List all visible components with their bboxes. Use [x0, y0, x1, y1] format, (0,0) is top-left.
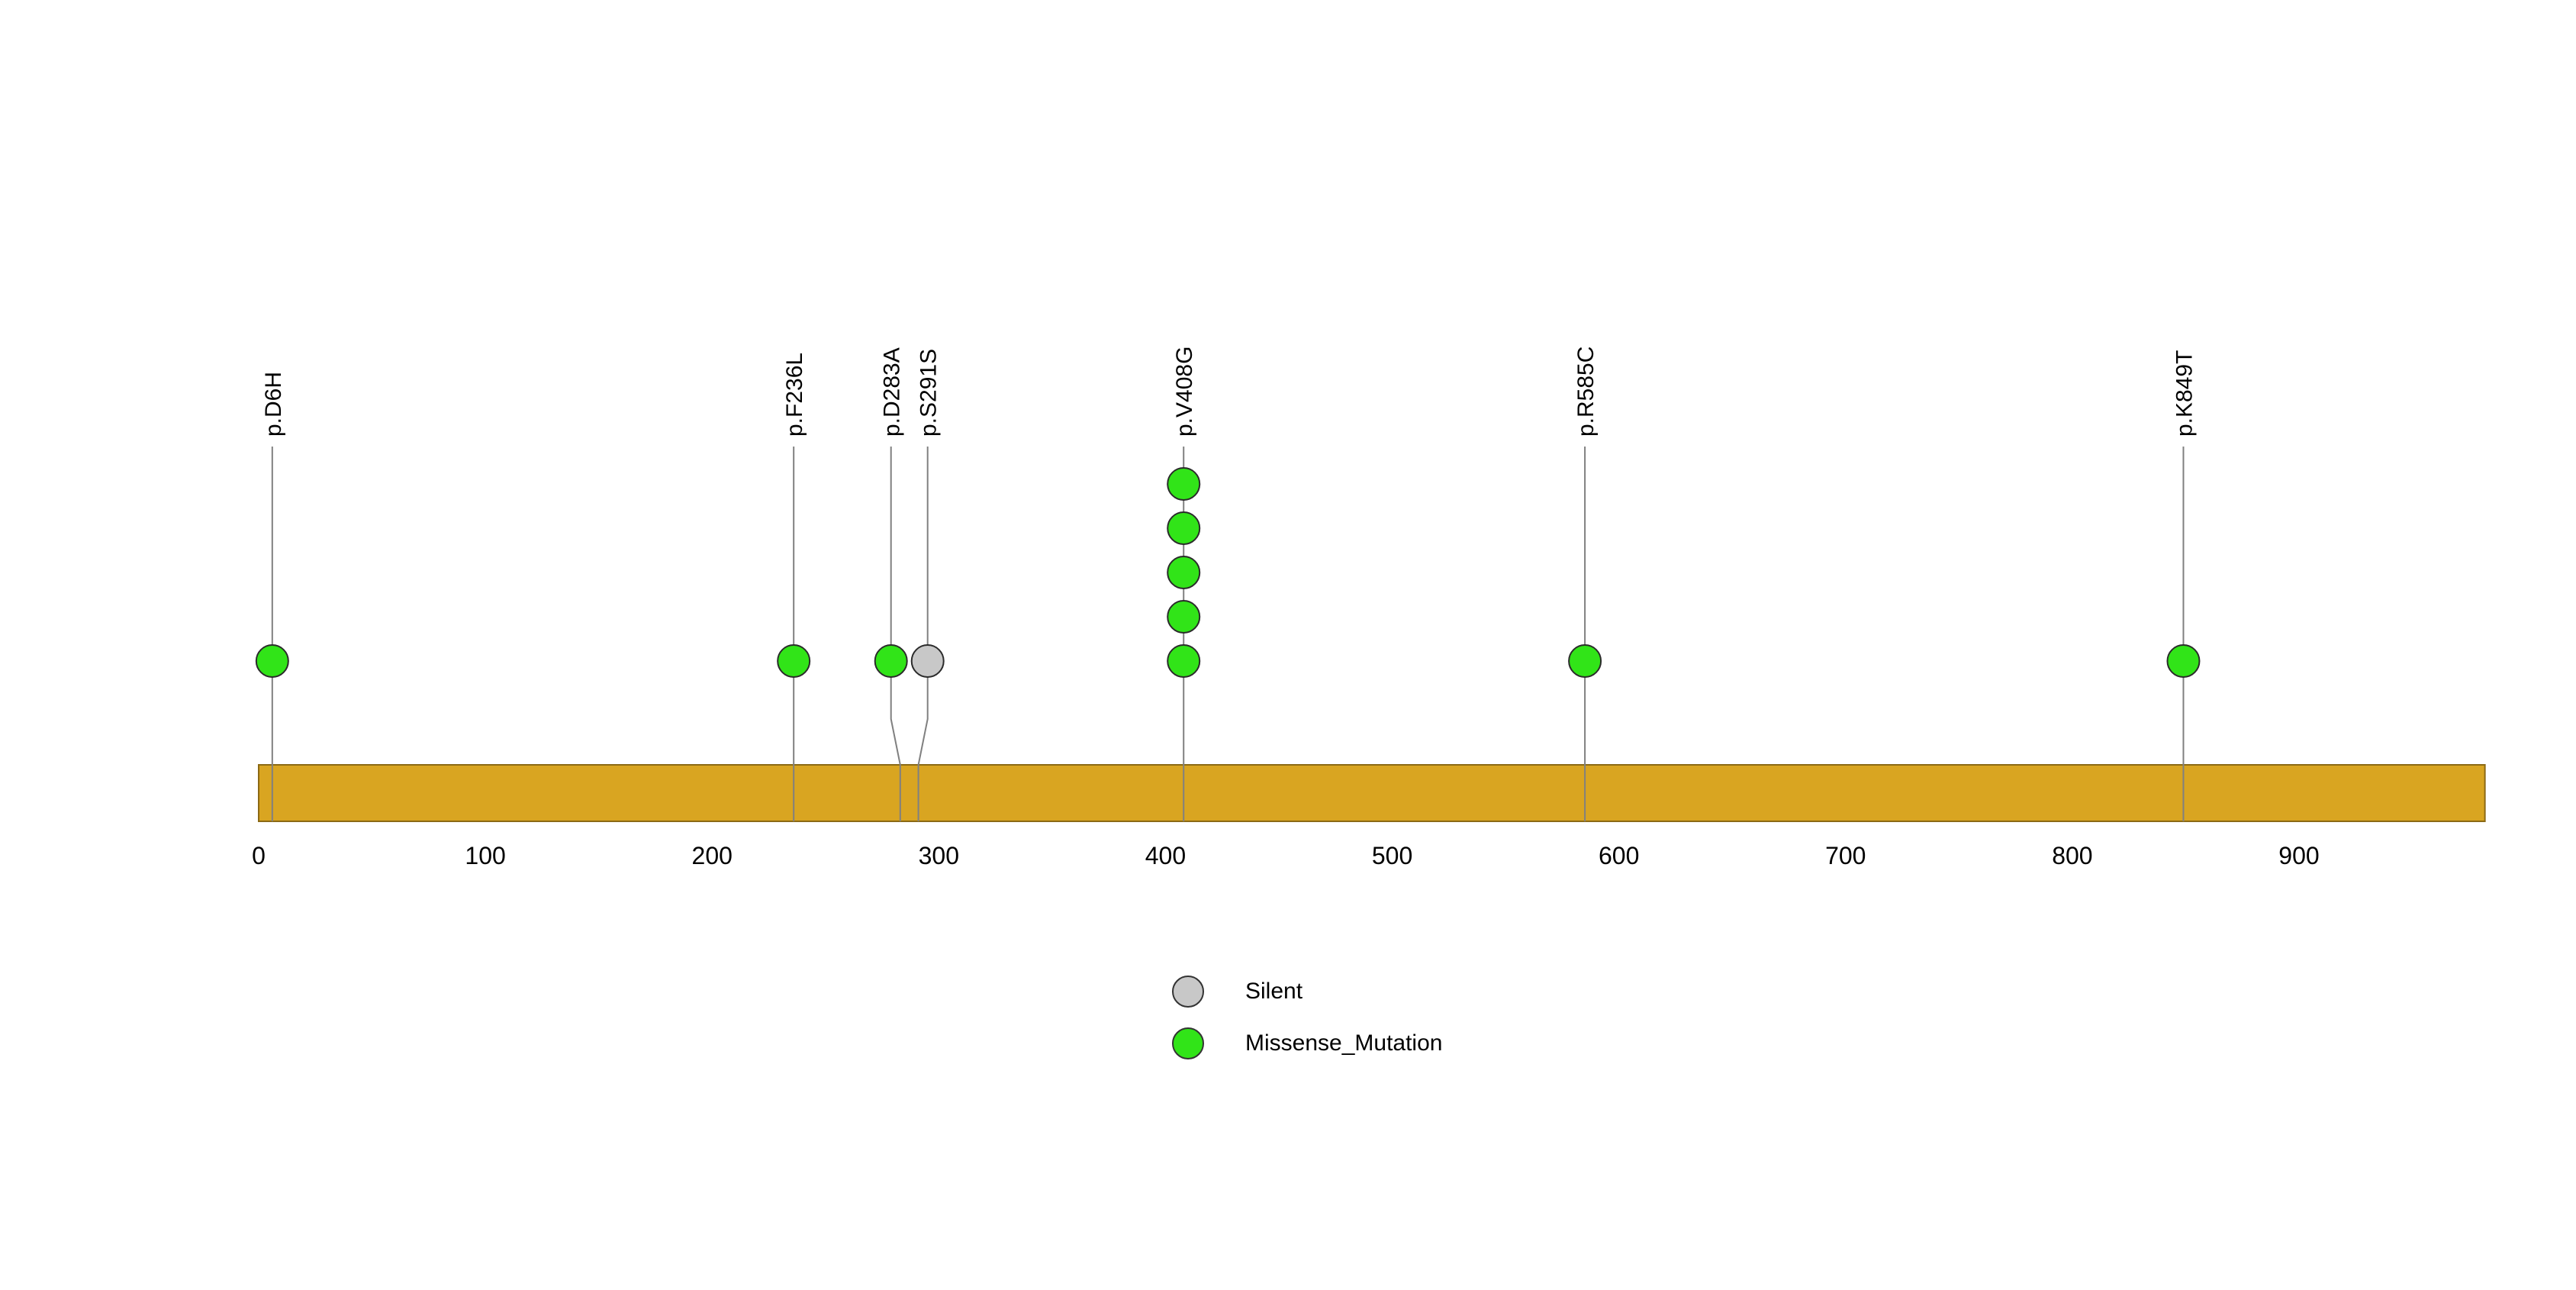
mutation-label: p.K849T: [2172, 350, 2197, 437]
x-axis-tick-label: 600: [1599, 842, 1639, 869]
mutation-marker: [2166, 644, 2201, 678]
x-axis-tick-label: 300: [919, 842, 959, 869]
x-axis-tick-label: 500: [1372, 842, 1412, 869]
x-axis-tick-label: 900: [2278, 842, 2319, 869]
x-axis-tick-label: 100: [465, 842, 505, 869]
mutation-marker: [1167, 511, 1201, 545]
x-axis-tick-label: 400: [1145, 842, 1186, 869]
x-axis-tick-label: 800: [2052, 842, 2092, 869]
mutation-stem: [917, 447, 929, 821]
legend-label-missense: Missense_Mutation: [1245, 1030, 1443, 1056]
mutation-marker: [910, 644, 945, 678]
mutation-marker: [1167, 644, 1201, 678]
legend: Silent Missense_Mutation: [1172, 976, 1442, 1059]
mutation-label: p.V408G: [1172, 347, 1197, 437]
mutation-marker: [255, 644, 289, 678]
mutation-label: p.D283A: [880, 347, 905, 437]
mutation-marker: [1167, 600, 1201, 634]
mutation-marker: [1167, 556, 1201, 589]
legend-item-silent: Silent: [1172, 976, 1442, 1008]
mutation-label: p.R585C: [1573, 347, 1599, 437]
mutation-marker: [874, 644, 908, 678]
mutation-marker: [1167, 467, 1201, 501]
mutation-label: p.F236L: [782, 353, 807, 437]
mutation-marker: [1568, 644, 1602, 678]
mutation-stem: [890, 447, 901, 821]
missense-marker-icon: [1172, 1027, 1204, 1059]
mutation-label: p.S291S: [916, 349, 942, 437]
mutation-marker: [777, 644, 811, 678]
legend-item-missense: Missense_Mutation: [1172, 1027, 1442, 1059]
x-axis-tick-label: 0: [252, 842, 266, 869]
protein-backbone: [258, 764, 2486, 822]
silent-marker-icon: [1172, 976, 1204, 1008]
x-axis-tick-label: 700: [1825, 842, 1866, 869]
x-axis-tick-label: 200: [692, 842, 733, 869]
legend-label-silent: Silent: [1245, 979, 1303, 1004]
mutation-label: p.D6H: [261, 372, 286, 437]
